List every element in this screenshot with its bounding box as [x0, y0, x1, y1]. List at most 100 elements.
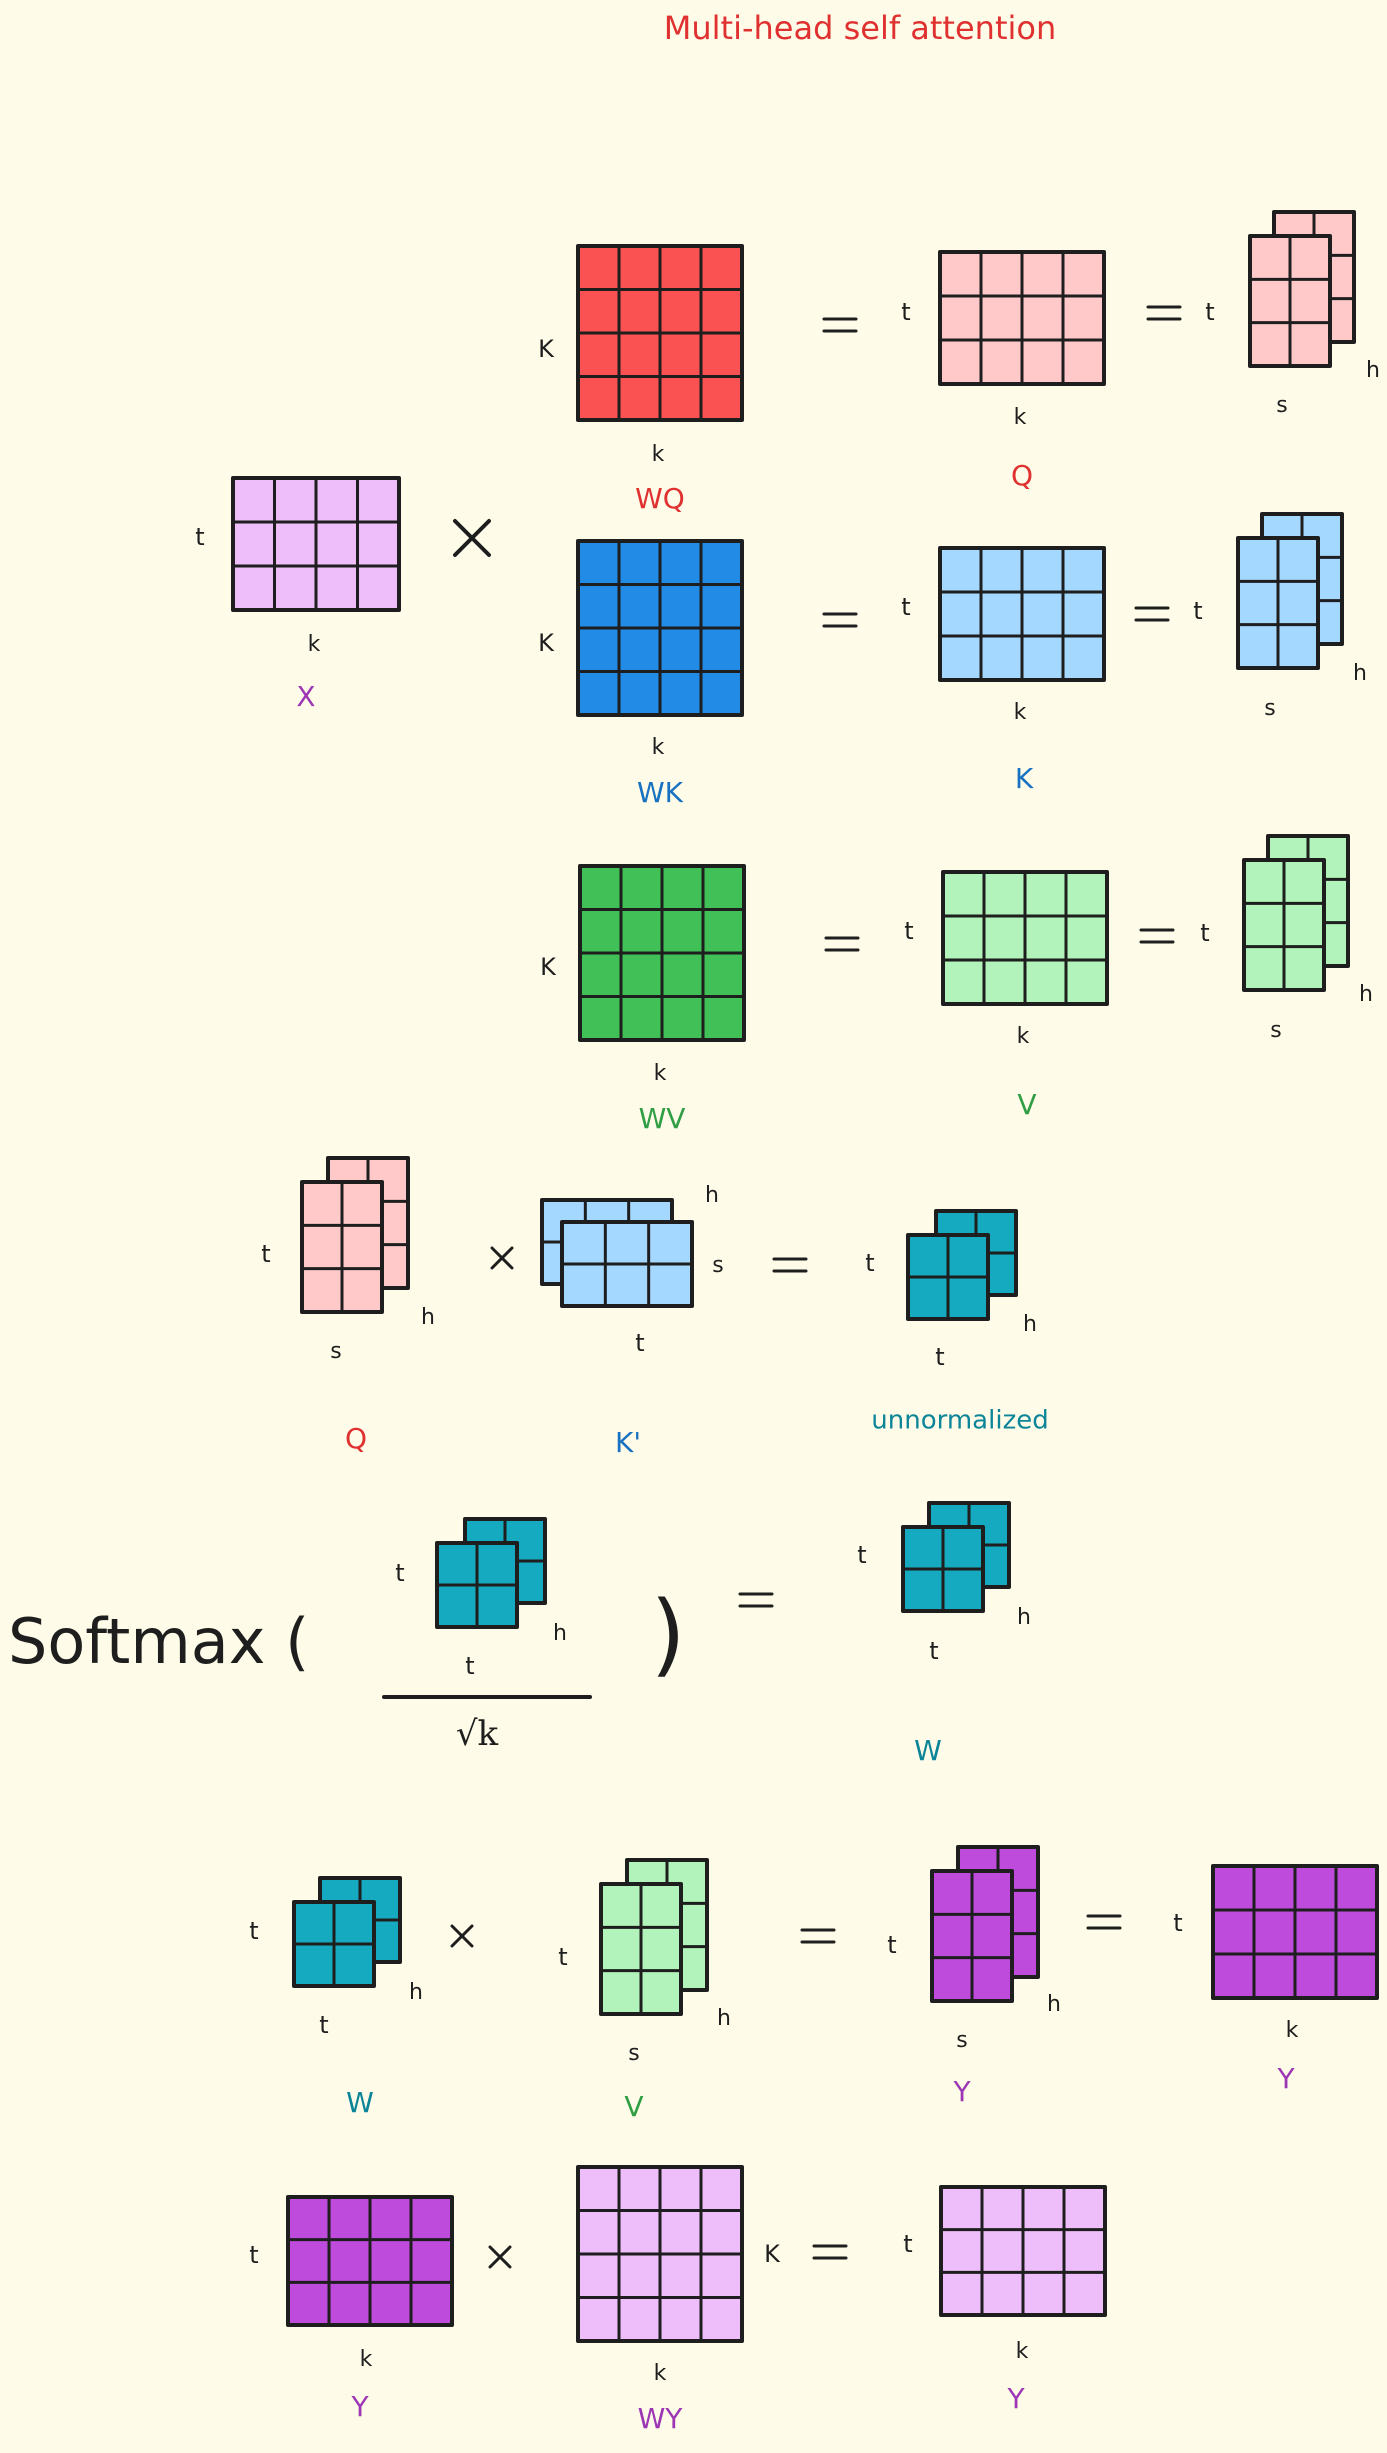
w-dim-t2: t [929, 1637, 938, 1665]
q-heads-2 [300, 1156, 410, 1314]
q-heads-dim-t: t [1205, 298, 1214, 326]
sm-dim-t: t [395, 1559, 404, 1587]
y2-dim-t: t [249, 2241, 258, 2269]
un-dim-t2: t [935, 1343, 944, 1371]
wy-label: WY [638, 2402, 684, 2435]
wv-label: WV [639, 1102, 686, 1135]
q-heads-dim-h: h [1366, 358, 1380, 383]
wv-dim-k: k [654, 1061, 667, 1086]
v-heads-dim-h: h [1359, 982, 1373, 1007]
wq-matrix [576, 244, 744, 422]
equals-softmax-w [738, 1592, 774, 1608]
equals-k-heads [1134, 606, 1170, 622]
kp-dim-h: h [705, 1183, 719, 1208]
v-heads-dim-t: t [1200, 919, 1209, 947]
equals-v-heads [1139, 928, 1175, 944]
v-heads-2 [599, 1858, 709, 2016]
k-dim-k: k [1014, 700, 1027, 725]
yout-dim-k: k [1016, 2339, 1029, 2364]
k-label: K [1015, 762, 1034, 795]
qh-dim-t: t [261, 1240, 270, 1268]
q-dim-k: k [1014, 405, 1027, 430]
wy-matrix [576, 2165, 744, 2343]
y-dim-k: k [1286, 2018, 1299, 2043]
wk-label: WK [637, 776, 684, 809]
v-matrix [941, 870, 1109, 1006]
equals-wk-k [822, 612, 858, 628]
k-prime-heads [540, 1198, 694, 1308]
x-dim-t: t [195, 523, 204, 551]
wk-dim-k: k [652, 735, 665, 760]
y-output-matrix [939, 2185, 1107, 2317]
yh-dim-h: h [1047, 1992, 1061, 2017]
kp-dim-s: s [712, 1253, 723, 1278]
v-label: V [1017, 1088, 1036, 1121]
v2-dim-h: h [717, 2006, 731, 2031]
x-dim-k: k [308, 632, 321, 657]
qh-dim-h: h [421, 1305, 435, 1330]
w-heads [901, 1501, 1011, 1613]
k-heads-dim-h: h [1353, 661, 1367, 686]
w-heads-front-layer [901, 1525, 985, 1613]
y-dim-t: t [1173, 1909, 1182, 1937]
yh-dim-t: t [887, 1931, 896, 1959]
v2-dim-s: s [628, 2041, 639, 2066]
w2-dim-h: h [409, 1980, 423, 2005]
v2-dim-t: t [558, 1943, 567, 1971]
wq-label: WQ [635, 482, 685, 515]
wq-dim-K: K [538, 335, 555, 363]
kp-dim-t: t [635, 1329, 644, 1357]
equals-wq-q [822, 317, 858, 333]
y-heads-label: Y [952, 2075, 971, 2108]
w-label: W [914, 1734, 942, 1767]
softmax-input-heads [435, 1517, 547, 1629]
w-dim-t: t [857, 1541, 866, 1569]
v-dim-k: k [1017, 1024, 1030, 1049]
y-label: Y [1276, 2062, 1295, 2095]
x-matrix [231, 476, 401, 612]
un-dim-h: h [1023, 1312, 1037, 1337]
unnormalized-heads [906, 1209, 1018, 1321]
wy-dim-k: k [654, 2361, 667, 2386]
y-output-label: Y [1006, 2382, 1025, 2415]
w-heads-2-front-layer [292, 1900, 376, 1988]
equals-yheads-y [1086, 1914, 1122, 1930]
softmax-close-paren: ) [650, 1582, 685, 1687]
times-w-v [450, 1924, 474, 1948]
w2-dim-t: t [249, 1917, 258, 1945]
k-dim-t: t [901, 593, 910, 621]
wy-dim-K: K [764, 2240, 781, 2268]
equals-qk [772, 1257, 808, 1273]
sm-dim-t2: t [465, 1652, 474, 1680]
q-dim-t: t [901, 298, 910, 326]
qh-dim-s: s [330, 1339, 341, 1364]
q-heads-front-layer [1248, 234, 1332, 368]
v-heads [1242, 834, 1350, 992]
unnormalized-heads-front-layer [906, 1233, 990, 1321]
times-y-wy [488, 2245, 512, 2269]
w2-dim-t2: t [319, 2011, 328, 2039]
k-prime-heads-front-layer [560, 1220, 694, 1308]
k-heads-front-layer [1236, 536, 1320, 670]
q-heads-dim-s: s [1276, 393, 1287, 418]
y-matrix-2 [286, 2195, 454, 2327]
v-dim-t: t [904, 917, 913, 945]
k-prime-label: K' [615, 1426, 641, 1459]
wq-dim-k: k [652, 442, 665, 467]
q-label: Q [1011, 459, 1033, 492]
times-x-w [453, 519, 491, 557]
v-heads-dim-s: s [1270, 1018, 1281, 1043]
v-label-2: V [624, 2090, 643, 2123]
k-heads [1236, 512, 1344, 670]
softmax-input-heads-front-layer [435, 1541, 519, 1629]
v-heads-front-layer [1242, 858, 1326, 992]
w-dim-h: h [1017, 1605, 1031, 1630]
q-heads [1248, 210, 1356, 368]
q-label-2: Q [345, 1422, 367, 1455]
wv-matrix [578, 864, 746, 1042]
v-heads-2-front-layer [599, 1882, 683, 2016]
wk-matrix [576, 539, 744, 717]
q-matrix [938, 250, 1106, 386]
equals-wv-v [824, 936, 860, 952]
